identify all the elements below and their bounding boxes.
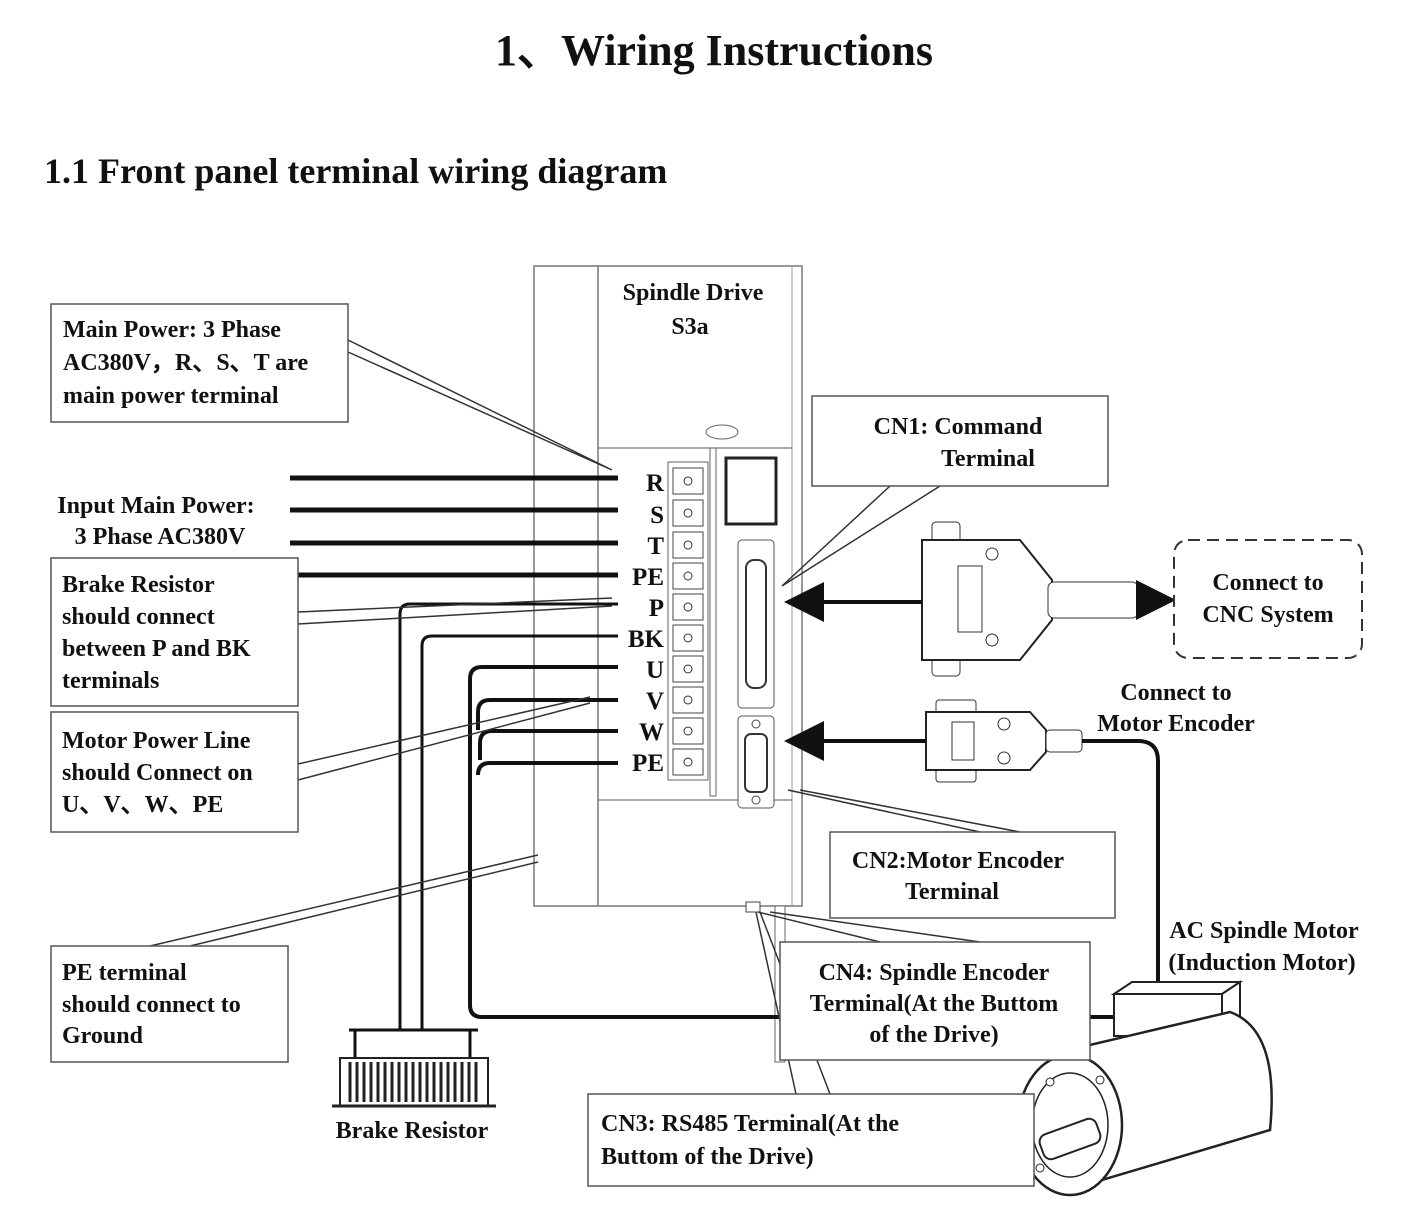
callout-cn3: CN3: RS485 Terminal(At the Buttom of the… (587, 1093, 1035, 1187)
callout-cnc-system: Connect to CNC System (1173, 539, 1363, 659)
svg-text:Terminal(At the Buttom: Terminal(At the Buttom (810, 991, 1058, 1017)
drive-name: Spindle Drive (623, 280, 764, 306)
cn1-cable-connector (921, 521, 1139, 677)
svg-text:should connect: should connect (62, 604, 215, 630)
terminal-w: W (639, 719, 664, 746)
brake-resistor-label: Brake Resistor (336, 1118, 489, 1144)
svg-text:PE terminal: PE terminal (62, 960, 187, 986)
terminal-pe-lower: PE (632, 750, 664, 777)
svg-text:CN4: Spindle Encoder: CN4: Spindle Encoder (819, 960, 1050, 986)
terminal-bk: BK (628, 626, 665, 653)
motor-encoder-connector (925, 699, 1083, 783)
section-title: 1.1 Front panel terminal wiring diagram (44, 151, 668, 191)
svg-text:terminals: terminals (62, 668, 159, 694)
svg-text:CN2:Motor Encoder: CN2:Motor Encoder (852, 848, 1065, 874)
page-title: 1、Wiring Instructions (494, 26, 934, 75)
input-power-wires (290, 475, 618, 578)
brake-resistor-wires (349, 602, 618, 1058)
brake-resistor-icon (332, 1057, 496, 1108)
callout-pe-terminal: PE terminal should connect to Ground (50, 945, 289, 1063)
svg-text:Ground: Ground (62, 1023, 144, 1049)
svg-text:Connect to: Connect to (1212, 570, 1323, 596)
svg-text:Buttom of the Drive): Buttom of the Drive) (601, 1144, 814, 1170)
svg-text:CN3: RS485 Terminal(At the: CN3: RS485 Terminal(At the (601, 1111, 899, 1137)
callout-brake-resistor: Brake Resistor should connect between P … (50, 557, 299, 707)
svg-text:main power terminal: main power terminal (63, 383, 279, 409)
terminal-labels: R S T PE P BK U V W PE (628, 470, 665, 777)
svg-text:Main Power: 3 Phase: Main Power: 3 Phase (63, 317, 281, 343)
svg-text:AC Spindle Motor: AC Spindle Motor (1169, 918, 1359, 944)
svg-text:AC380V，R、S、T are: AC380V，R、S、T are (63, 350, 308, 376)
callout-motor-power: Motor Power Line should Connect on U、V、W… (50, 711, 299, 833)
svg-text:Motor Encoder: Motor Encoder (1097, 711, 1255, 737)
svg-text:of the Drive): of the Drive) (869, 1022, 998, 1048)
terminal-s: S (650, 502, 664, 529)
terminal-t: T (647, 533, 664, 560)
callout-cn1: CN1: Command Terminal (811, 395, 1109, 487)
svg-text:Connect to: Connect to (1120, 680, 1231, 706)
terminal-r: R (646, 470, 665, 497)
svg-text:Motor Power Line: Motor Power Line (62, 728, 251, 754)
terminal-pe-upper: PE (632, 564, 664, 591)
svg-text:CNC System: CNC System (1202, 602, 1333, 628)
terminal-screws (672, 467, 704, 776)
terminal-u: U (646, 657, 664, 684)
svg-text:should Connect on: should Connect on (62, 760, 253, 786)
callout-main-power: Main Power: 3 Phase AC380V，R、S、T are mai… (50, 303, 349, 423)
svg-text:3 Phase AC380V: 3 Phase AC380V (75, 524, 246, 550)
callout-input-power: Input Main Power: 3 Phase AC380V (57, 493, 254, 550)
svg-text:between P and BK: between P and BK (62, 636, 251, 662)
terminal-v: V (646, 688, 664, 715)
svg-text:CN1: Command: CN1: Command (874, 414, 1043, 440)
drive-model: S3a (671, 314, 708, 340)
svg-text:(Induction Motor): (Induction Motor) (1168, 950, 1355, 976)
spindle-drive-body (533, 265, 803, 1063)
label-spindle-motor: AC Spindle Motor (Induction Motor) (1168, 918, 1359, 976)
callout-leaders (149, 339, 1021, 1095)
svg-text:Terminal: Terminal (905, 879, 999, 905)
motor-power-wires (468, 665, 1120, 1019)
svg-text:U、V、W、PE: U、V、W、PE (62, 792, 223, 818)
svg-text:Input Main Power:: Input Main Power: (57, 493, 254, 519)
label-motor-encoder: Connect to Motor Encoder (1097, 680, 1255, 737)
spindle-motor-icon (1016, 980, 1273, 1197)
callout-cn2: CN2:Motor Encoder Terminal (829, 831, 1116, 919)
svg-text:Terminal: Terminal (941, 446, 1035, 472)
svg-text:Brake Resistor: Brake Resistor (62, 572, 215, 598)
encoder-cable (1082, 739, 1160, 986)
terminal-p: P (649, 595, 664, 622)
svg-text:should connect to: should connect to (62, 992, 241, 1018)
callout-cn4: CN4: Spindle Encoder Terminal(At the But… (779, 941, 1091, 1061)
